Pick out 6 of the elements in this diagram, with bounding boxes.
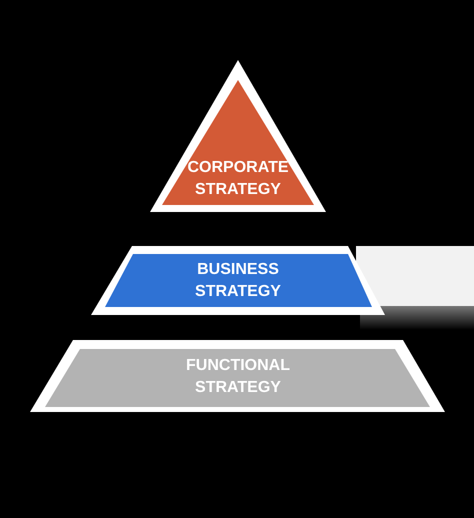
trapezoid-tier (90, 244, 386, 316)
tier-label: BUSINESS STRATEGY (194, 260, 282, 302)
tier-label: CORPORATE STRATEGY (186, 158, 290, 200)
trapezoid-tier (28, 338, 447, 414)
tier-label: FUNCTIONAL STRATEGY (185, 356, 291, 398)
triangle-tier (148, 58, 328, 214)
